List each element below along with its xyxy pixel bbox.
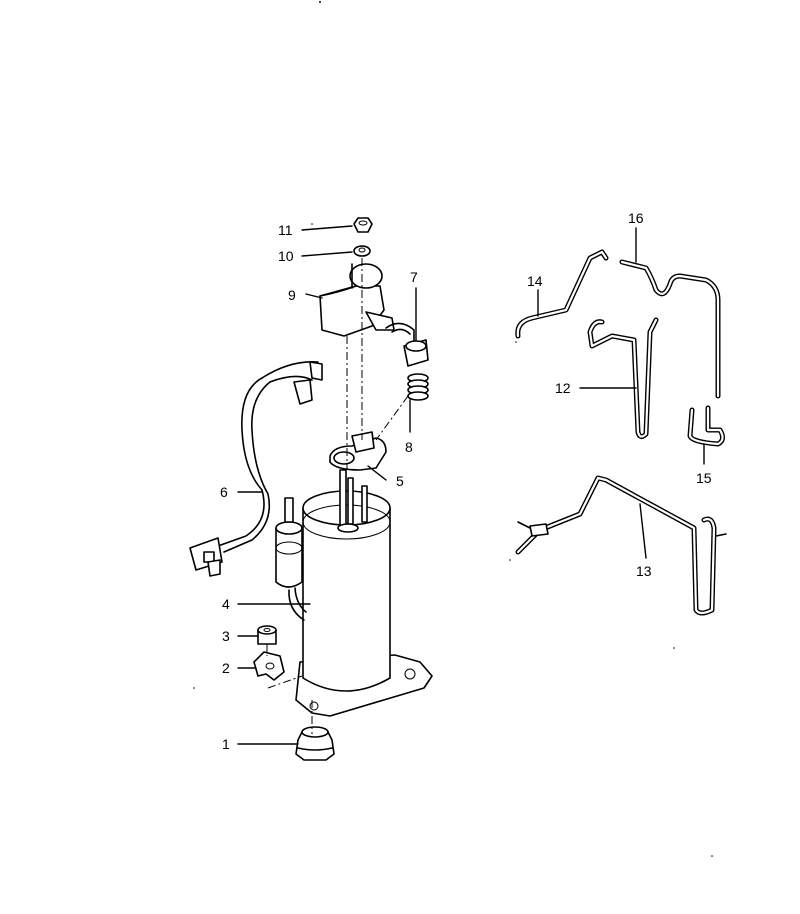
part-terminal-gasket — [329, 431, 387, 471]
callout-6: 6 — [220, 484, 228, 500]
part-tube-15 — [687, 405, 726, 447]
part-terminal-cover — [319, 263, 395, 337]
callout-12: 12 — [555, 380, 571, 396]
callout-4: 4 — [222, 596, 230, 612]
leader-lines — [237, 225, 705, 745]
callout-5: 5 — [396, 473, 404, 489]
callout-16: 16 — [628, 210, 644, 226]
callout-labels: 1 2 3 4 5 6 7 8 9 10 11 12 13 14 15 16 — [220, 210, 712, 752]
part-compressor — [295, 469, 433, 717]
callout-15: 15 — [696, 470, 712, 486]
part-washer — [353, 245, 371, 257]
part-tube-13 — [515, 475, 727, 616]
callout-9: 9 — [288, 287, 296, 303]
callout-7: 7 — [410, 269, 418, 285]
part-wire-harness — [189, 361, 323, 577]
callout-2: 2 — [222, 660, 230, 676]
callout-14: 14 — [527, 273, 543, 289]
part-bracket — [253, 651, 285, 681]
callout-11: 11 — [278, 222, 293, 238]
part-spring — [407, 373, 429, 401]
part-tube-14 — [515, 249, 609, 339]
part-tube-16 — [619, 259, 721, 399]
part-overload-protector — [385, 322, 429, 367]
tubing-assembly — [515, 249, 727, 616]
part-accumulator — [275, 497, 307, 621]
part-tube-12 — [587, 317, 659, 440]
callout-3: 3 — [222, 628, 230, 644]
part-bushing — [257, 625, 277, 645]
part-rubber-foot — [295, 726, 335, 761]
callout-1: 1 — [222, 736, 230, 752]
compressor-assembly — [189, 217, 433, 761]
callout-13: 13 — [636, 563, 652, 579]
callout-8: 8 — [405, 439, 413, 455]
callout-10: 10 — [278, 248, 294, 264]
scan-specks — [193, 1, 713, 857]
part-nut — [353, 217, 373, 233]
